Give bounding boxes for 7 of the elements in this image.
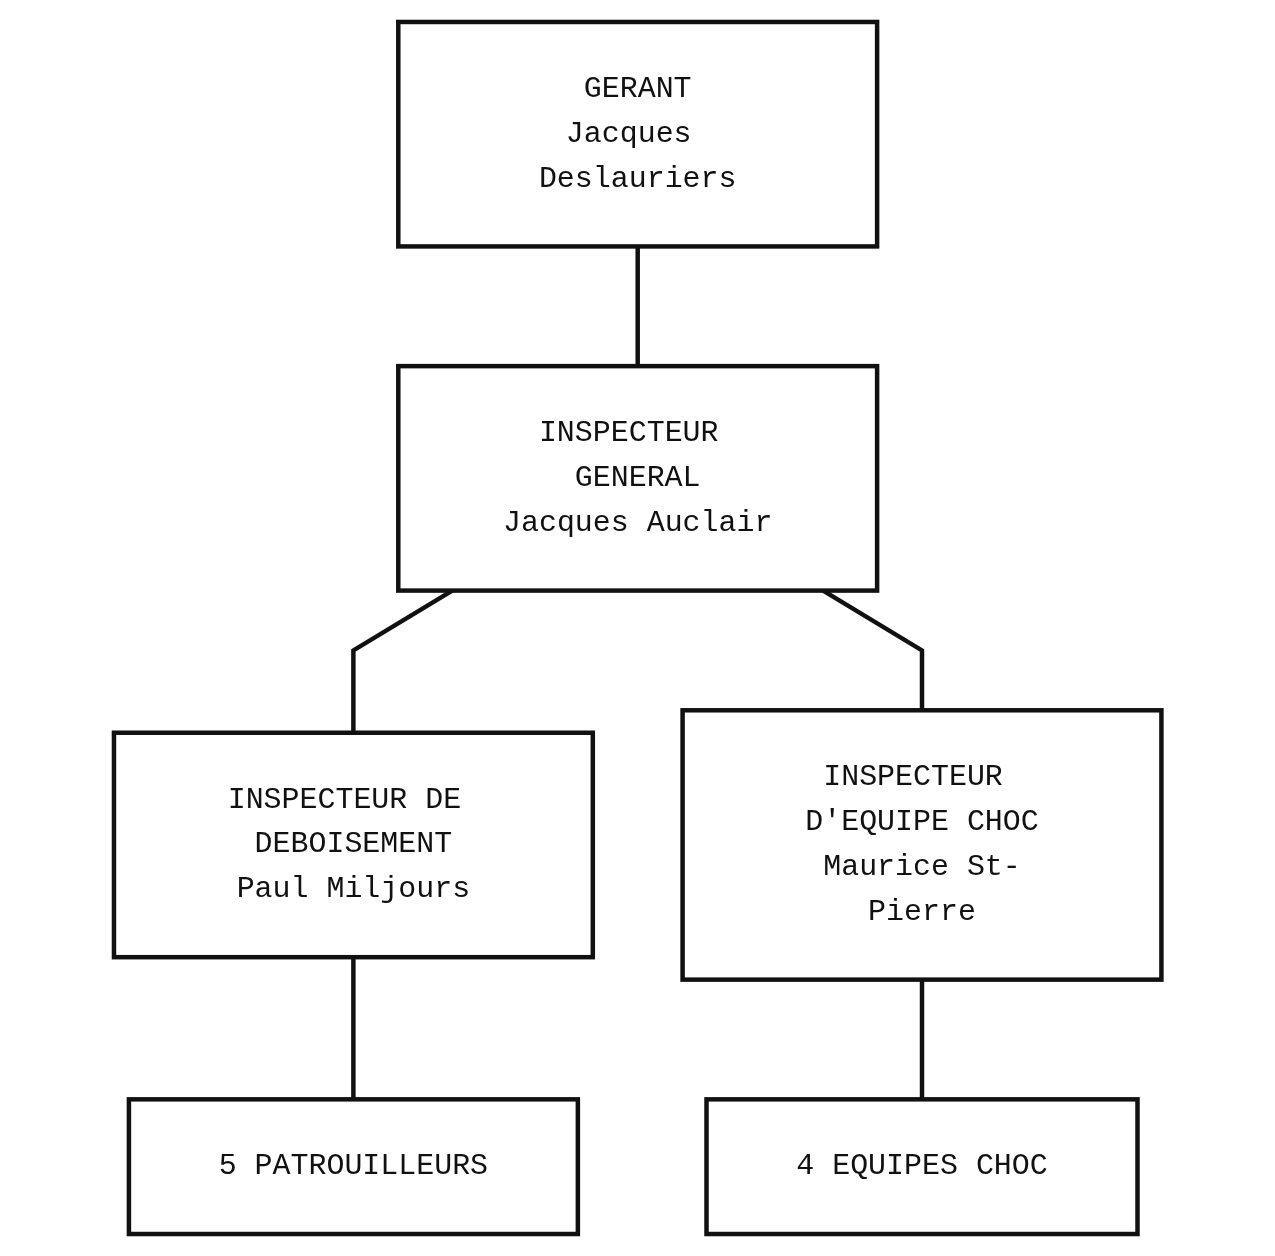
node-box: GERANT Jacques Deslauriers — [395, 19, 880, 249]
node-box: INSPECTEUR DE DEBOISEMENT Paul Miljours — [111, 730, 595, 960]
node-box: INSPECTEUR GENERAL Jacques Auclair — [395, 363, 880, 593]
node-box: 5 PATROUILLEURS — [126, 1097, 580, 1237]
node-box: INSPECTEUR D'EQUIPE CHOC Maurice St-Pierre — [680, 708, 1164, 982]
connector — [350, 957, 356, 1100]
node-box: 4 EQUIPES CHOC — [704, 1097, 1140, 1237]
